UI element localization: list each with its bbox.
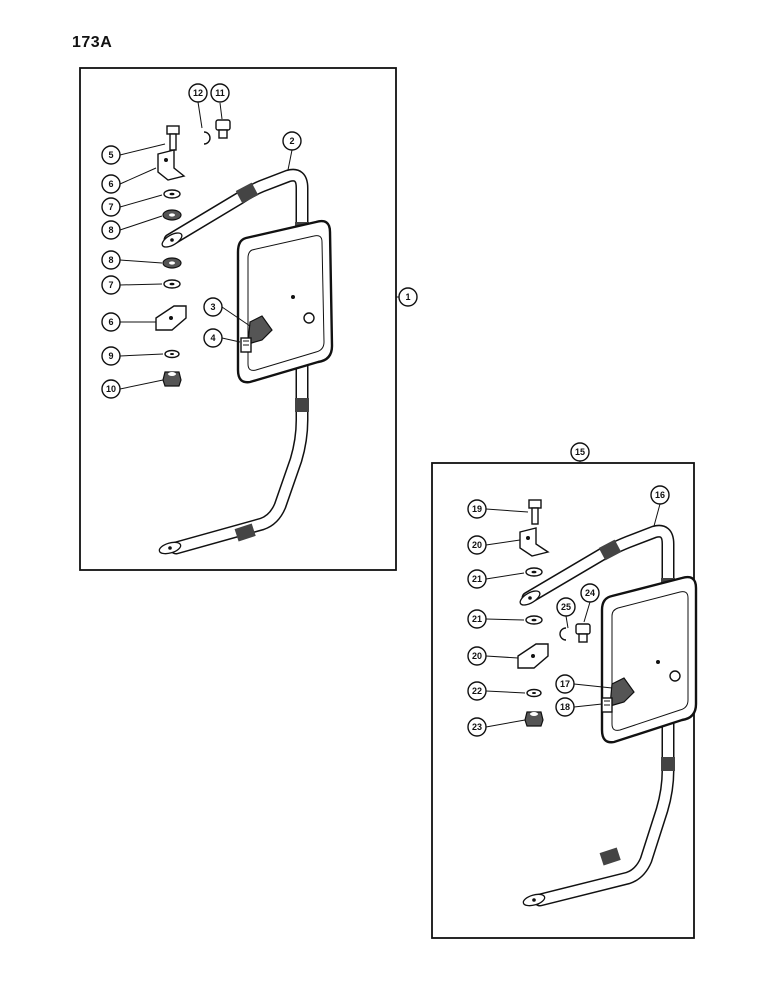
callout-21-upper: 21 — [467, 569, 487, 589]
callout-1: 1 — [398, 287, 418, 307]
hardware-stack-1 — [155, 119, 231, 387]
callout-19: 19 — [467, 499, 487, 519]
svg-text:2: 2 — [289, 136, 294, 146]
callout-7-lower: 7 — [101, 275, 121, 295]
svg-text:8: 8 — [108, 225, 113, 235]
svg-text:22: 22 — [472, 686, 482, 696]
callout-12: 12 — [188, 83, 208, 103]
svg-text:1: 1 — [405, 292, 410, 302]
svg-text:5: 5 — [108, 150, 113, 160]
clamp-bracket-1 — [240, 315, 273, 353]
callout-20-upper: 20 — [467, 535, 487, 555]
callout-20-lower: 20 — [467, 646, 487, 666]
svg-text:6: 6 — [108, 179, 113, 189]
callout-8-lower: 8 — [101, 250, 121, 270]
assembly-1-leaders — [119, 101, 405, 390]
svg-text:12: 12 — [193, 88, 203, 98]
assembly-15-leaders — [485, 503, 661, 728]
callout-22: 22 — [467, 681, 487, 701]
callout-10: 10 — [101, 379, 121, 399]
assembly-1-frame — [79, 67, 397, 571]
callout-16: 16 — [650, 485, 670, 505]
svg-text:15: 15 — [575, 447, 585, 457]
clamp-bracket-15 — [601, 677, 635, 713]
hardware-stack-15 — [517, 499, 591, 727]
svg-text:10: 10 — [106, 384, 116, 394]
svg-text:17: 17 — [560, 679, 570, 689]
svg-text:7: 7 — [108, 280, 113, 290]
svg-text:6: 6 — [108, 317, 113, 327]
svg-text:21: 21 — [472, 614, 482, 624]
svg-text:20: 20 — [472, 540, 482, 550]
svg-text:18: 18 — [560, 702, 570, 712]
callout-6-lower: 6 — [101, 312, 121, 332]
svg-text:3: 3 — [210, 302, 215, 312]
callout-3: 3 — [203, 297, 223, 317]
svg-text:16: 16 — [655, 490, 665, 500]
callout-17: 17 — [555, 674, 575, 694]
svg-text:9: 9 — [108, 351, 113, 361]
callout-18: 18 — [555, 697, 575, 717]
svg-text:21: 21 — [472, 574, 482, 584]
callout-4: 4 — [203, 328, 223, 348]
svg-text:24: 24 — [585, 588, 595, 598]
svg-text:8: 8 — [108, 255, 113, 265]
callout-11: 11 — [210, 83, 230, 103]
assembly-1-panel: 5 6 7 8 8 7 6 9 10 11 12 2 3 4 1 — [79, 67, 418, 571]
svg-text:19: 19 — [472, 504, 482, 514]
svg-text:11: 11 — [215, 88, 225, 98]
callout-5: 5 — [101, 145, 121, 165]
svg-text:7: 7 — [108, 202, 113, 212]
svg-text:23: 23 — [472, 722, 482, 732]
svg-text:20: 20 — [472, 651, 482, 661]
page-number: 173A — [72, 34, 113, 51]
callout-24: 24 — [580, 583, 600, 603]
svg-text:4: 4 — [210, 333, 215, 343]
callout-9: 9 — [101, 346, 121, 366]
svg-text:25: 25 — [561, 602, 571, 612]
callout-2: 2 — [282, 131, 302, 151]
assembly-15-panel: 15 16 19 20 21 21 20 22 23 25 24 17 18 — [431, 442, 698, 939]
callout-15: 15 — [570, 442, 590, 462]
callout-6-upper: 6 — [101, 174, 121, 194]
mirror-head-15 — [600, 575, 698, 744]
mirror-head-1 — [236, 219, 334, 384]
callout-8-upper: 8 — [101, 220, 121, 240]
callout-7-upper: 7 — [101, 197, 121, 217]
callout-25: 25 — [556, 597, 576, 617]
callout-21-lower: 21 — [467, 609, 487, 629]
callout-23: 23 — [467, 717, 487, 737]
